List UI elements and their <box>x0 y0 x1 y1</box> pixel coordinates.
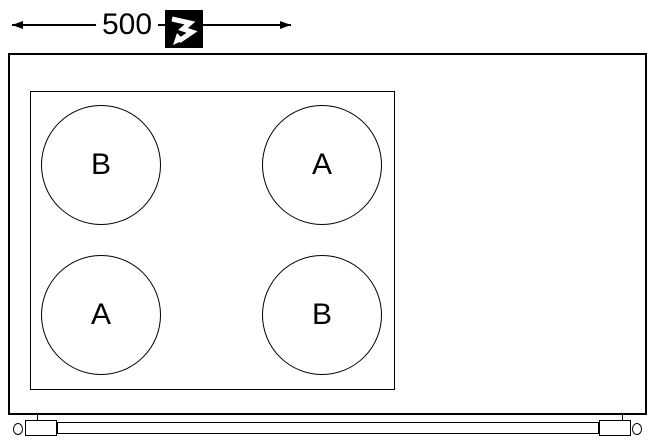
rail-mount-tick-left <box>37 413 38 421</box>
burner-label: B <box>90 148 111 181</box>
burner-top-left: B <box>41 105 161 225</box>
burner-label: A <box>90 298 111 331</box>
rail-bracket-right <box>599 420 631 436</box>
rail-mount-tick-right <box>622 413 623 421</box>
burner-label: B <box>311 298 332 331</box>
burner-label: A <box>311 148 332 181</box>
rail-bracket-left <box>25 420 57 436</box>
rail-end-cap-left <box>13 423 23 435</box>
lightning-bolt-icon <box>165 10 203 48</box>
burner-bottom-left: A <box>41 255 161 375</box>
dimension-arrow-right-icon <box>280 21 291 29</box>
dimension-value: 500 <box>95 8 159 42</box>
cooktop-panel-outline <box>30 91 395 390</box>
burner-bottom-right: B <box>262 255 382 375</box>
front-rail-bar <box>57 422 599 434</box>
burner-top-right: A <box>262 105 382 225</box>
dimension-arrow-left-icon <box>12 21 23 29</box>
rail-end-cap-right <box>632 423 642 435</box>
